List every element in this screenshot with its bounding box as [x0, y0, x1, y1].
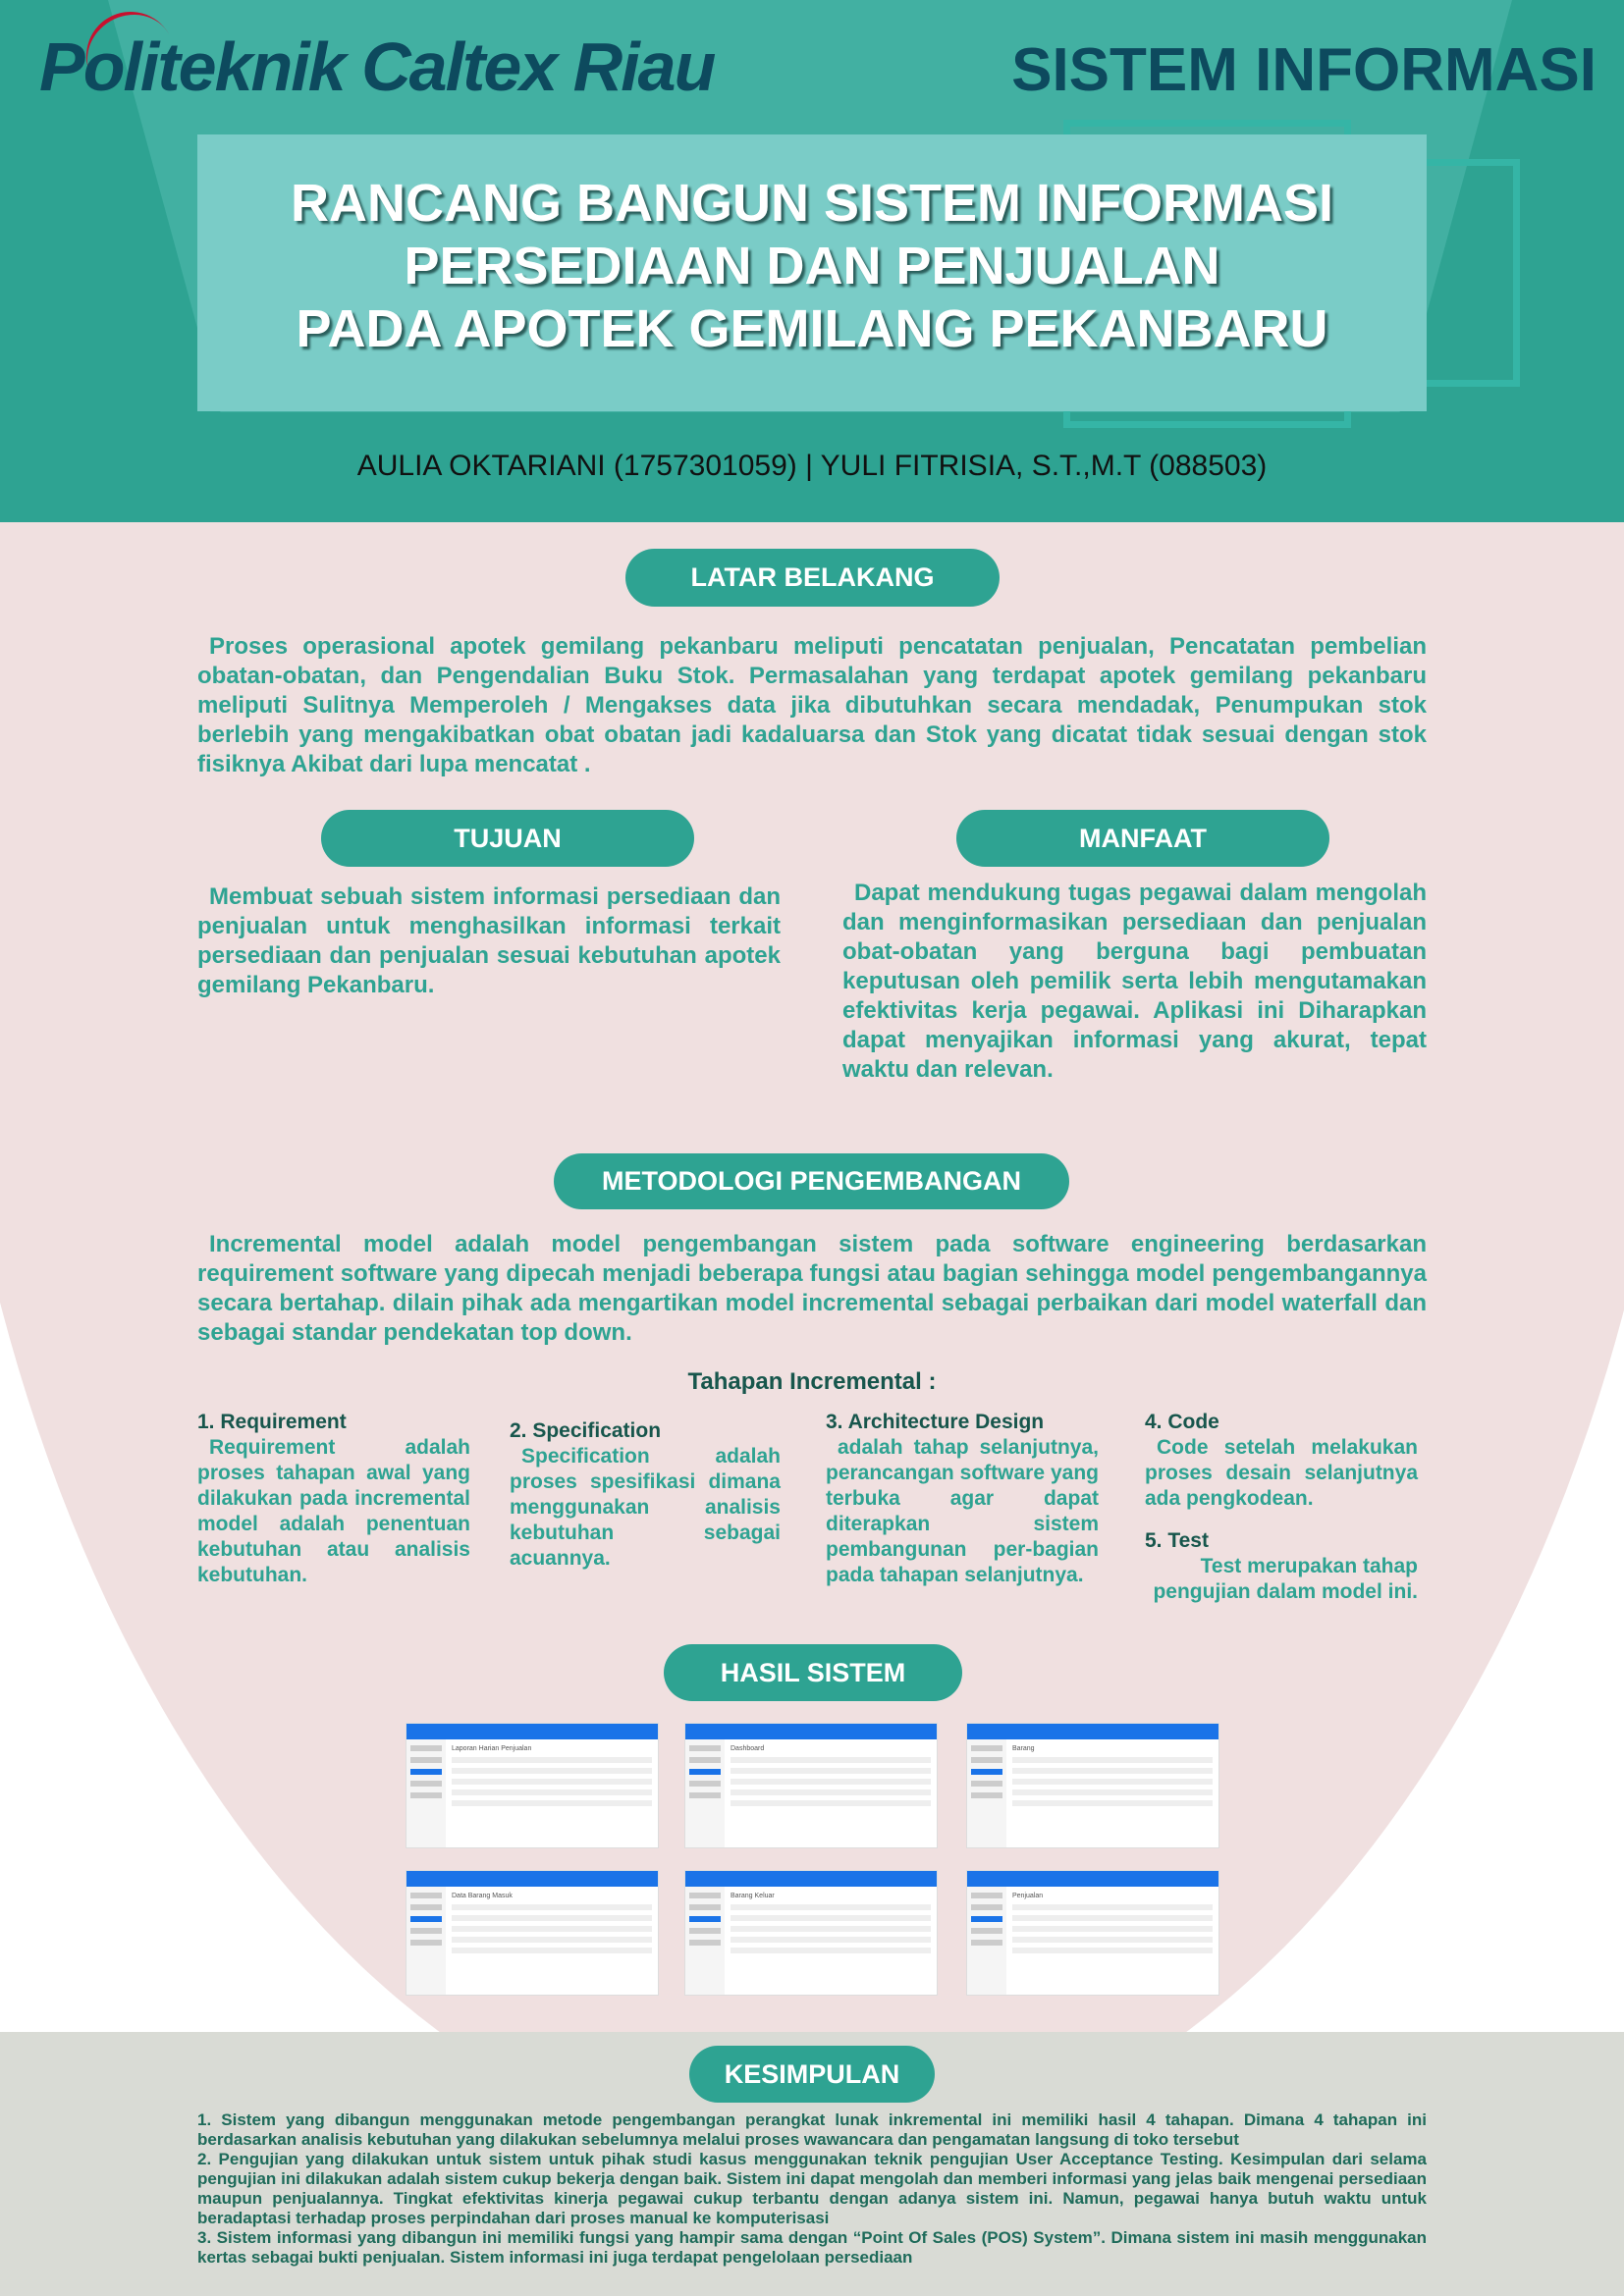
screen-title: Barang — [1012, 1745, 1035, 1752]
screen-content: Data Barang Masuk — [452, 1893, 652, 1958]
kesimpulan-item: 1. Sistem yang dibangun menggunakan meto… — [197, 2110, 1427, 2149]
screen-title: Barang Keluar — [731, 1893, 775, 1899]
header: Politeknik Caltex Riau SISTEM INFORMASI … — [0, 0, 1624, 522]
screen-title: Data Barang Masuk — [452, 1893, 513, 1899]
latar-text: Proses operasional apotek gemilang pekan… — [197, 633, 1427, 777]
tujuan-heading: TUJUAN — [321, 810, 694, 867]
step-text: Requirement adalah proses tahapan awal y… — [197, 1436, 470, 1586]
app-topbar — [406, 1871, 658, 1887]
tahapan-heading: Tahapan Incremental : — [687, 1368, 937, 1395]
system-screenshot: Laporan Harian Penjualan — [406, 1723, 659, 1848]
system-screenshot: Penjualan — [966, 1870, 1219, 1996]
authors: AULIA OKTARIANI (1757301059) | YULI FITR… — [356, 450, 1268, 482]
step-title: 3. Architecture Design — [826, 1411, 1045, 1433]
step-text: adalah tahap selanjutnya, perancangan so… — [826, 1436, 1099, 1586]
step-text: Code setelah melakukan proses desain sel… — [1145, 1436, 1418, 1510]
screen-content: Penjualan — [1012, 1893, 1213, 1958]
screen-content: Barang — [1012, 1745, 1213, 1811]
kesimpulan-item: 3. Sistem informasi yang dibangun ini me… — [197, 2228, 1427, 2267]
app-sidebar — [406, 1887, 446, 1995]
screen-content: Dashboard — [731, 1745, 931, 1811]
screen-title: Penjualan — [1012, 1893, 1044, 1899]
app-sidebar — [685, 1739, 725, 1847]
step-title: 4. Code — [1145, 1411, 1219, 1433]
logo: Politeknik Caltex Riau — [39, 28, 716, 105]
app-sidebar — [967, 1887, 1006, 1995]
kesimpulan-heading: KESIMPULAN — [689, 2046, 935, 2103]
app-topbar — [406, 1724, 658, 1739]
screen-title: Laporan Harian Penjualan — [452, 1745, 532, 1752]
poster-title: RANCANG BANGUN SISTEM INFORMASI PERSEDIA… — [197, 134, 1427, 411]
step-architecture: 3. Architecture Design adalah tahap selan… — [826, 1410, 1099, 1588]
title-line: PADA APOTEK GEMILANG PEKANBARU — [296, 299, 1328, 358]
app-topbar — [685, 1871, 937, 1887]
metodologi-heading: METODOLOGI PENGEMBANGAN — [554, 1153, 1069, 1209]
hasil-heading: HASIL SISTEM — [664, 1644, 962, 1701]
kesimpulan-item: 2. Pengujian yang dilakukan untuk sistem… — [197, 2150, 1427, 2227]
system-screenshot: Barang Keluar — [684, 1870, 938, 1996]
kesimpulan-list: 1. Sistem yang dibangun menggunakan meto… — [197, 2110, 1427, 2268]
step-title: 2. Specification — [510, 1419, 662, 1442]
manfaat-heading: MANFAAT — [956, 810, 1329, 867]
latar-heading: LATAR BELAKANG — [625, 549, 1000, 607]
tujuan-text: Membuat sebuah sistem informasi persedia… — [197, 883, 781, 998]
screen-content: Barang Keluar — [731, 1893, 931, 1958]
app-sidebar — [685, 1887, 725, 1995]
screen-title: Dashboard — [731, 1745, 765, 1752]
step-text: Specification adalah proses spesifikasi … — [510, 1445, 781, 1570]
step-title: 1. Requirement — [197, 1411, 347, 1433]
manfaat-text: Dapat mendukung tugas pegawai dalam meng… — [842, 880, 1427, 1083]
app-topbar — [967, 1871, 1218, 1887]
app-sidebar — [967, 1739, 1006, 1847]
app-topbar — [967, 1724, 1218, 1739]
title-line: RANCANG BANGUN SISTEM INFORMASI — [291, 174, 1333, 233]
app-sidebar — [406, 1739, 446, 1847]
system-screenshot: Barang — [966, 1723, 1219, 1848]
title-line: PERSEDIAAN DAN PENJUALAN — [404, 237, 1220, 295]
step-title: 5. Test — [1145, 1529, 1209, 1552]
app-topbar — [685, 1724, 937, 1739]
metodologi-text: Incremental model adalah model pengemban… — [197, 1231, 1427, 1346]
step-text: Test merupakan tahap pengujian dalam mod… — [1153, 1555, 1418, 1603]
system-screenshot: Data Barang Masuk — [406, 1870, 659, 1996]
screen-content: Laporan Harian Penjualan — [452, 1745, 652, 1811]
system-screenshot: Dashboard — [684, 1723, 938, 1848]
department-title: SISTEM INFORMASI — [1011, 36, 1597, 104]
